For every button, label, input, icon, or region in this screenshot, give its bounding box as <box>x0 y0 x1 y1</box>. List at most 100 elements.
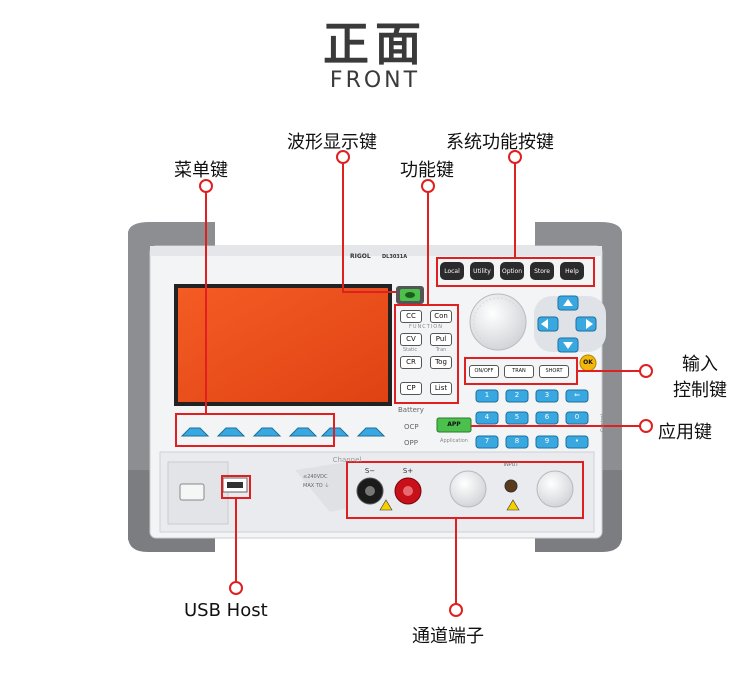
utility-button[interactable]: Utility <box>470 262 494 280</box>
input-label: INPUT <box>503 462 519 468</box>
tran-button[interactable]: TRAN <box>504 365 534 378</box>
callout-input-control: 输入 控制键 <box>660 352 740 404</box>
callout-input-control-line2: 控制键 <box>673 380 727 401</box>
key-0-label[interactable]: 0 <box>574 413 580 421</box>
key-dot <box>565 435 589 449</box>
key-dot-label[interactable]: • <box>574 437 580 445</box>
channel-label: Channel <box>332 456 362 464</box>
key-0 <box>565 411 589 425</box>
tran-label: Tran <box>435 347 447 353</box>
callout-function-keys: 功能键 <box>400 160 454 181</box>
callout-system-keys: 系统功能按键 <box>446 132 554 153</box>
arrow-right-icon <box>586 319 593 329</box>
callout-dot-channel-terminals <box>449 603 463 617</box>
arrow-up-icon <box>563 299 573 306</box>
device-top-strip <box>150 246 602 256</box>
warning-icon-1 <box>379 499 393 511</box>
input-knob-left <box>449 470 487 508</box>
option-button[interactable]: Option <box>500 262 524 280</box>
callout-dot-apply-key <box>639 419 653 433</box>
softkey-3 <box>252 427 282 437</box>
key-5 <box>505 411 529 425</box>
con-button[interactable]: Con <box>430 310 452 323</box>
key-4 <box>475 411 499 425</box>
softkey-4 <box>288 427 318 437</box>
key-1 <box>475 389 499 403</box>
input-jack <box>504 479 518 493</box>
key-2-label[interactable]: 2 <box>514 391 520 399</box>
function-label: FUNCTION <box>409 324 443 330</box>
cv-button[interactable]: CV <box>400 333 422 346</box>
on-off-button[interactable]: ON/OFF <box>469 365 499 378</box>
callout-dot-input-control <box>639 364 653 378</box>
eye-icon <box>405 292 415 298</box>
key-1-label[interactable]: 1 <box>484 391 490 399</box>
warning-plate <box>295 462 348 512</box>
callout-waveform-key: 波形显示键 <box>287 132 377 153</box>
callout-dot-system-keys <box>508 150 522 164</box>
key-2 <box>505 389 529 403</box>
key-7 <box>475 435 499 449</box>
callout-dot-usb-host <box>229 581 243 595</box>
callout-input-control-line1: 输入 <box>682 354 718 375</box>
ocp-label: OCP <box>404 423 419 431</box>
battery-label: Battery <box>398 406 424 414</box>
sense-minus-label: S− <box>364 467 376 475</box>
application-label: Application <box>440 438 468 444</box>
key-backspace <box>565 389 589 403</box>
static-label: Static <box>402 347 418 353</box>
key-4-label[interactable]: 4 <box>484 413 490 421</box>
apply-button[interactable]: APP <box>447 421 461 428</box>
arrow-left-icon <box>541 319 548 329</box>
key-5-label[interactable]: 5 <box>514 413 520 421</box>
callout-dot-menu-keys <box>199 179 213 193</box>
key-3 <box>535 389 559 403</box>
tog-button[interactable]: Tog <box>430 356 452 369</box>
softkeys <box>180 427 386 437</box>
key-8 <box>505 435 529 449</box>
rotary-knob <box>469 293 527 351</box>
key-8-label[interactable]: 8 <box>514 437 520 445</box>
warning-icon-2 <box>506 499 520 511</box>
cr-button[interactable]: CR <box>400 356 422 369</box>
voltage-warning-line1: ≤240VDC <box>303 474 328 480</box>
callout-dot-function-keys <box>421 179 435 193</box>
frame-menu-keys <box>175 413 335 447</box>
store-button[interactable]: Store <box>530 262 554 280</box>
leader-waveform-key <box>342 163 396 293</box>
sense-plus-label: S+ <box>402 467 414 475</box>
callout-menu-keys: 菜单键 <box>174 160 228 181</box>
pul-button[interactable]: Pul <box>430 333 452 346</box>
voltage-warning-line2: MAX TO ⏚ <box>303 483 330 489</box>
callout-dot-waveform-key <box>336 150 350 164</box>
frame-channel-terminals <box>346 461 584 519</box>
callout-apply-key: 应用键 <box>658 422 712 443</box>
key-9-label[interactable]: 9 <box>544 437 550 445</box>
softkey-2 <box>216 427 246 437</box>
key-7-label[interactable]: 7 <box>484 437 490 445</box>
cc-button[interactable]: CC <box>400 310 422 323</box>
list-button[interactable]: List <box>430 382 452 395</box>
opp-label: OPP <box>404 439 418 447</box>
key-9 <box>535 435 559 449</box>
softkey-6 <box>356 427 386 437</box>
local-button[interactable]: Local <box>440 262 464 280</box>
short-button[interactable]: SHORT <box>539 365 569 378</box>
key-backspace-label[interactable]: ⇐ <box>574 391 580 399</box>
ok-button-label[interactable]: OK <box>583 359 593 366</box>
softkey-1 <box>180 427 210 437</box>
key-6-label[interactable]: 6 <box>544 413 550 421</box>
control-label: Control <box>600 413 606 433</box>
key-3-label[interactable]: 3 <box>544 391 550 399</box>
callout-usb-host: USB Host <box>184 600 268 621</box>
help-button[interactable]: Help <box>560 262 584 280</box>
cp-button[interactable]: CP <box>400 382 422 395</box>
frame-function-keys <box>394 304 459 404</box>
page-title: 正面 <box>323 17 427 71</box>
arrow-down-icon <box>563 342 573 349</box>
key-6 <box>535 411 559 425</box>
model-text: DL3031A <box>382 254 407 260</box>
power-button <box>179 483 205 501</box>
system-button-row: Local Utility Option Store Help <box>440 262 592 282</box>
